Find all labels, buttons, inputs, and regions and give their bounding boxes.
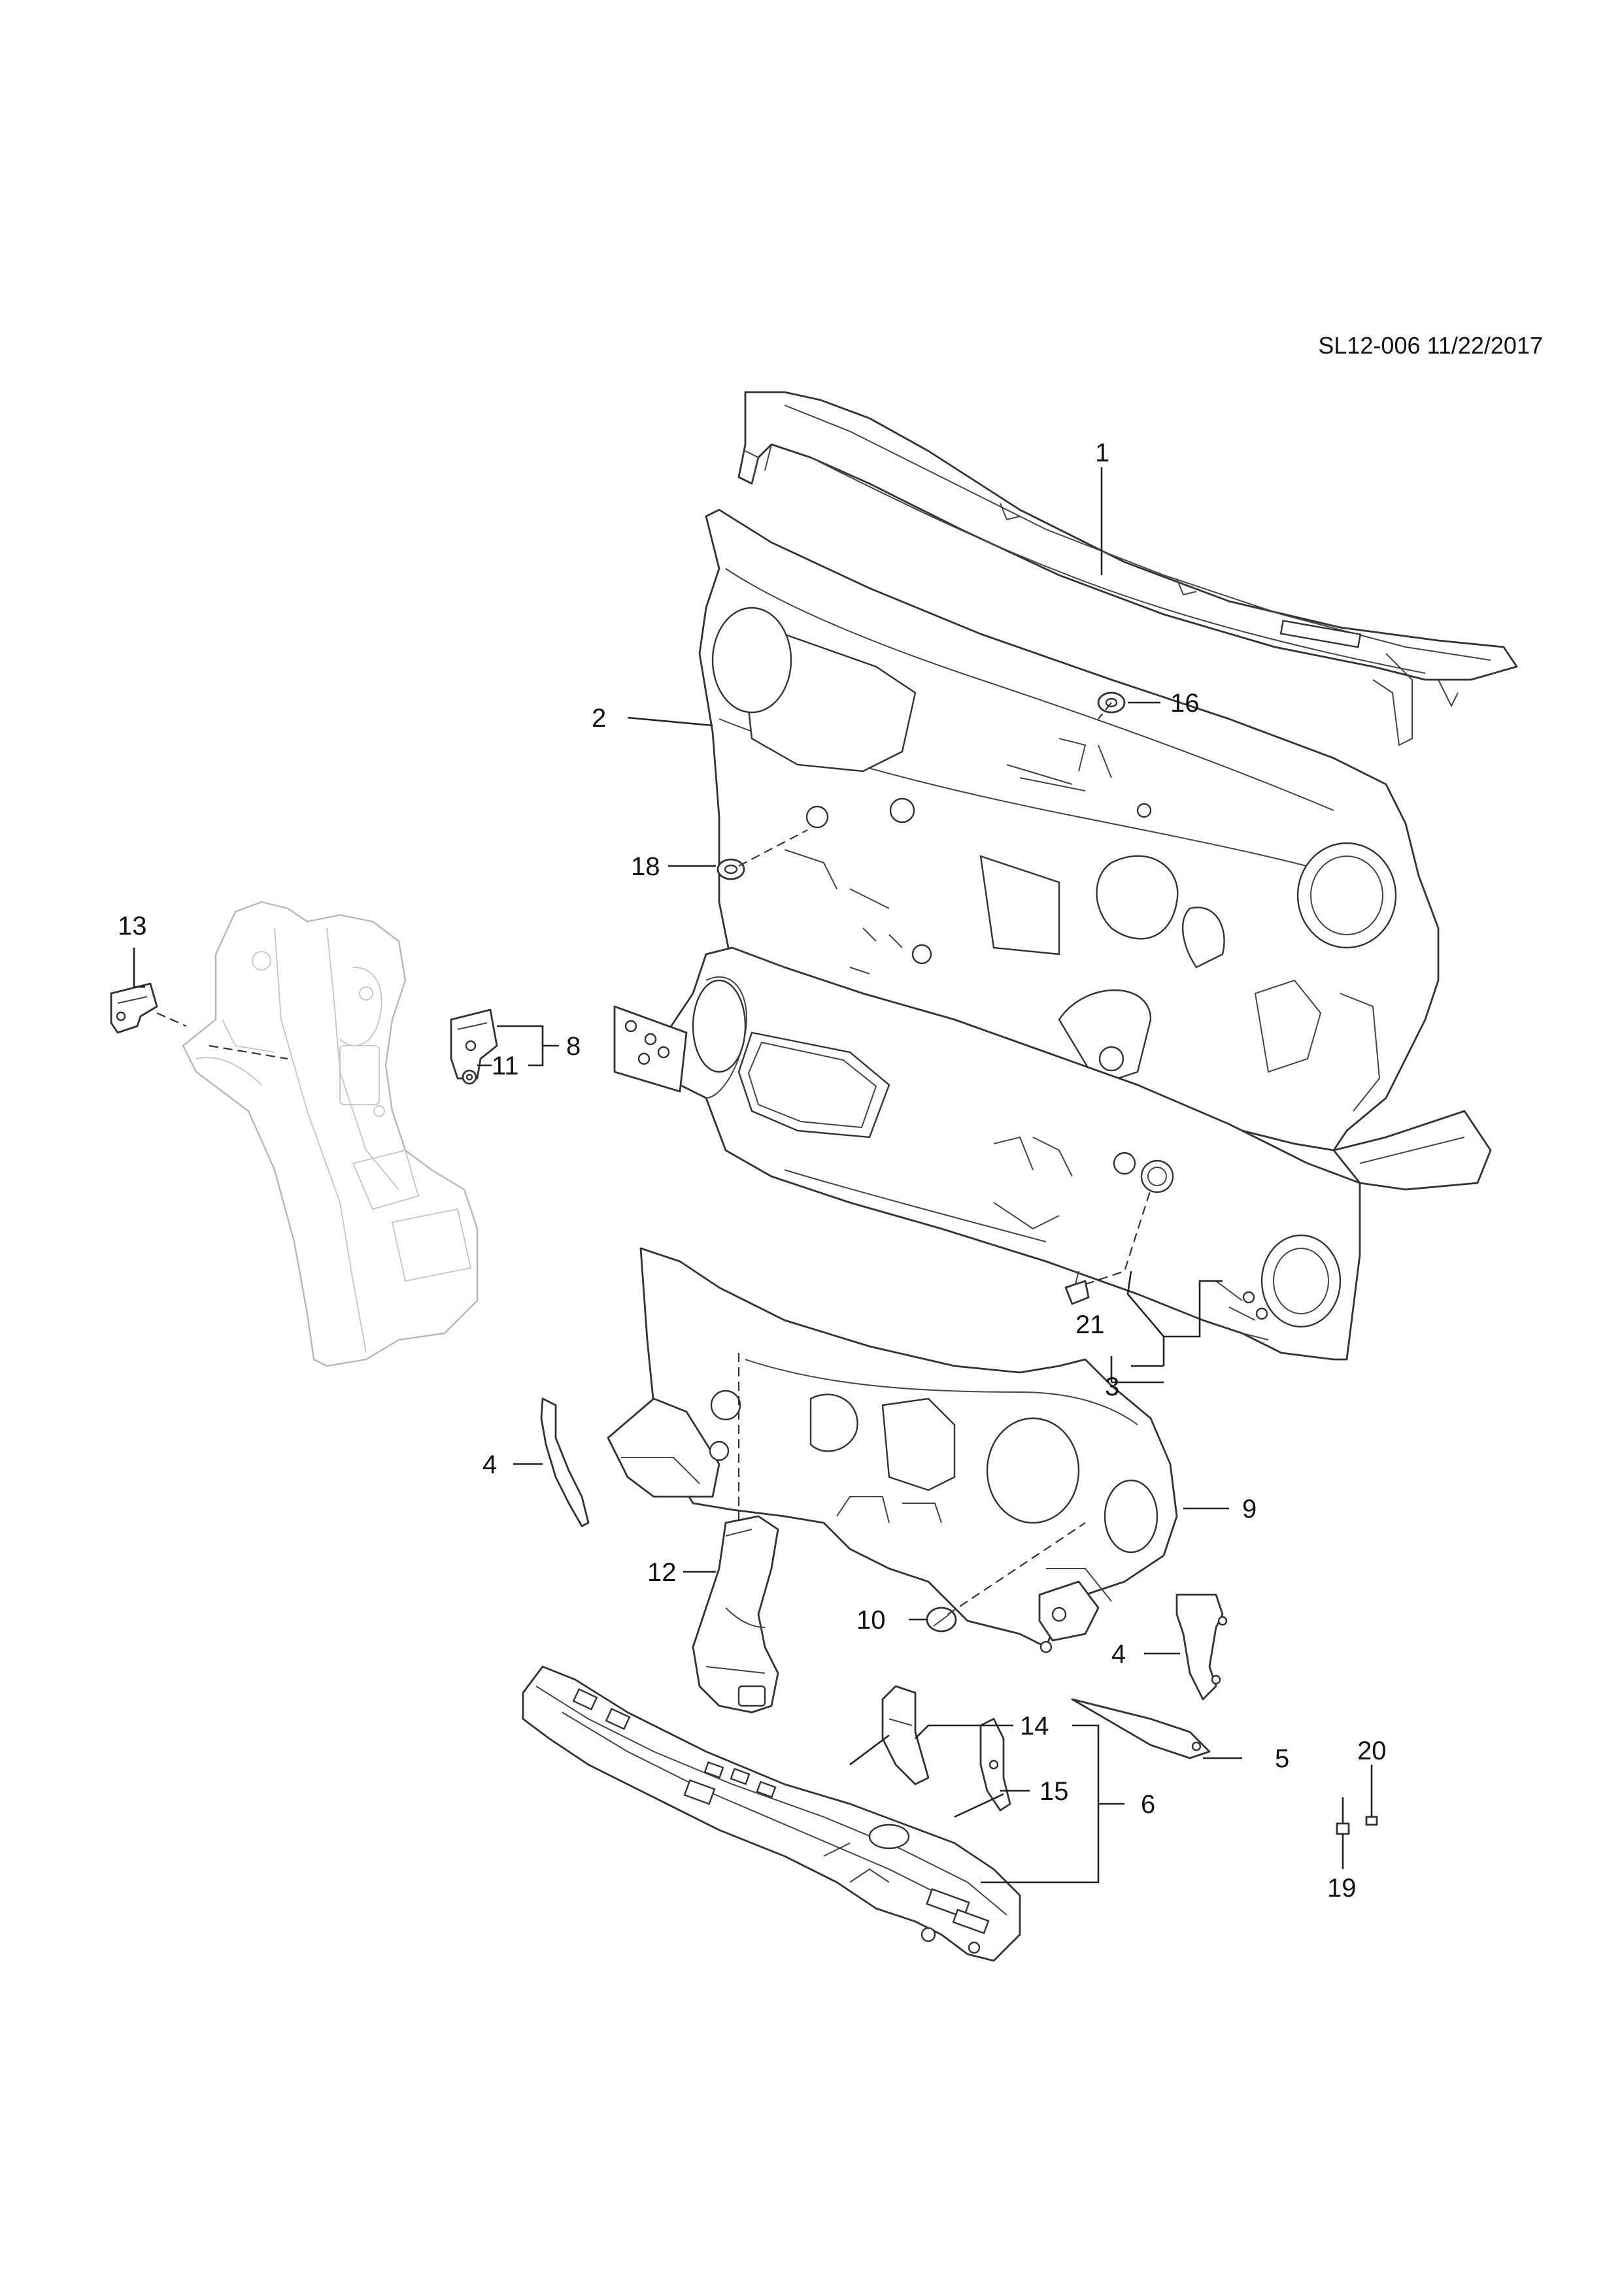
callout-4-right: 4 — [1111, 1640, 1126, 1669]
callout-labels: 1 2 3 4 4 5 6 8 9 10 11 12 13 14 15 16 1… — [118, 439, 1387, 1903]
part-19-bolt — [1336, 1797, 1350, 1856]
callout-3: 3 — [1105, 1373, 1119, 1401]
part-18-grommet — [717, 858, 745, 880]
part-13-bracket — [110, 982, 288, 1060]
document-id: SL12-006 11/22/2017 — [1318, 332, 1543, 359]
callout-20: 20 — [1357, 1737, 1387, 1765]
part-4-seal-right — [1175, 1593, 1228, 1701]
callout-12: 12 — [647, 1558, 677, 1587]
part-2-dash-panel — [698, 508, 1492, 1191]
callout-14: 14 — [1020, 1712, 1049, 1740]
callout-6: 6 — [1141, 1790, 1155, 1819]
part-4-seal-left — [540, 1397, 590, 1527]
part-20-screw — [1365, 1804, 1378, 1826]
part-15-gusset — [979, 1718, 1011, 1812]
callout-4-left: 4 — [482, 1450, 497, 1479]
callout-21: 21 — [1075, 1310, 1105, 1339]
part-14-gusset — [881, 1685, 930, 1786]
callout-8: 8 — [566, 1032, 581, 1061]
callout-16: 16 — [1170, 689, 1200, 718]
part-8-bracket — [450, 1008, 498, 1085]
callout-11: 11 — [492, 1052, 519, 1080]
callout-15: 15 — [1039, 1777, 1069, 1806]
callout-10: 10 — [856, 1606, 886, 1635]
part-21-clip — [1064, 1271, 1090, 1305]
leader-lines — [133, 467, 1373, 1884]
callout-1: 1 — [1095, 439, 1109, 467]
callout-5: 5 — [1275, 1744, 1289, 1773]
part-6-plenum-reinforcement — [522, 1665, 1021, 1962]
callout-18: 18 — [631, 852, 660, 881]
body-side-panel-ghost — [182, 901, 479, 1367]
part-5-plate — [1071, 1698, 1211, 1759]
callout-2: 2 — [592, 704, 606, 733]
part-9-lower-insulator — [607, 1247, 1178, 1654]
part-12-air-duct — [692, 1515, 779, 1714]
callout-9: 9 — [1242, 1495, 1257, 1523]
callout-19: 19 — [1327, 1874, 1357, 1903]
part-1-cowl-upper-panel — [737, 391, 1518, 746]
part-3-dash-insulator — [613, 946, 1361, 1361]
callout-13: 13 — [118, 912, 147, 940]
